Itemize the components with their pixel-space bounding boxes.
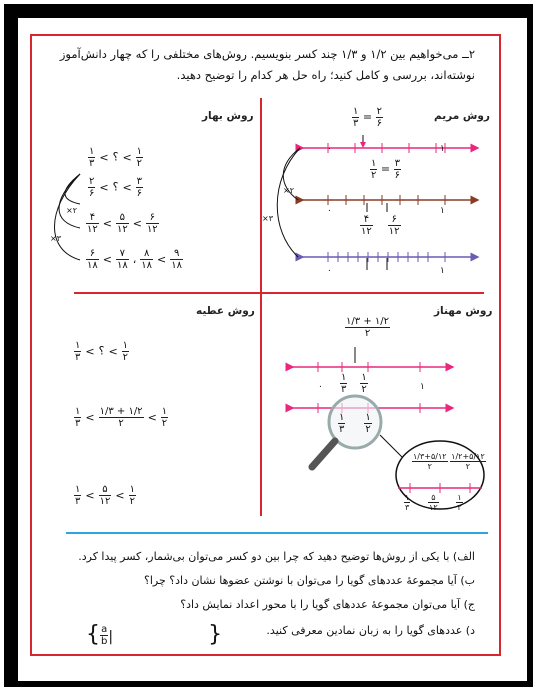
mahnaz-diagram: [285, 347, 485, 510]
question-line2: نوشته‌اند، بررسی و کامل کنید؛ راه حل هر …: [176, 68, 475, 82]
maryam-line3-zero: ۰: [327, 266, 332, 276]
maryam-line1-zero: ۰: [327, 144, 332, 154]
maryam-line2-zero: ۰: [327, 206, 332, 216]
question-alef: الف) با یکی از روش‌ها توضیح دهید که چرا …: [78, 550, 475, 563]
question-be: ب) آیا مجموعهٔ عددهای گویا را می‌توان با…: [144, 574, 475, 587]
bahar-title: روش بهار: [202, 110, 254, 122]
maryam-times2: ×۲: [283, 186, 294, 195]
atiyeh-title: روش عطیه: [196, 305, 255, 317]
mahnaz-line1-zero: ۰: [318, 382, 323, 392]
mahnaz-title: روش مهناز: [434, 305, 493, 317]
maryam-title: روش مریم: [434, 110, 490, 122]
page-border: [30, 34, 501, 656]
bahar-times3: ×۳: [50, 234, 61, 243]
bahar-times2: ×۲: [66, 206, 77, 215]
maryam-times3: ×۳: [262, 214, 273, 223]
outer-frame: [4, 4, 533, 687]
maryam-line1-one: ۱: [440, 144, 445, 154]
mahnaz-line1-one: ۱: [420, 382, 425, 392]
maryam-line2-one: ۱: [440, 206, 445, 216]
maryam-line3-one: ۱: [440, 266, 445, 276]
inner-frame: [18, 18, 527, 681]
question-jim: ج) آیا می‌توان مجموعهٔ عددهای گویا را با…: [180, 598, 475, 611]
question-line1: ۲ــ می‌خواهیم بین ۱/۲ و ۱/۳ چند کسر بنوی…: [59, 47, 475, 61]
question-dal: د) عددهای گویا را به زبان نمادین معرفی ک…: [266, 624, 475, 637]
maryam-number-lines: [276, 135, 480, 270]
bahar-arrows: [54, 173, 81, 261]
